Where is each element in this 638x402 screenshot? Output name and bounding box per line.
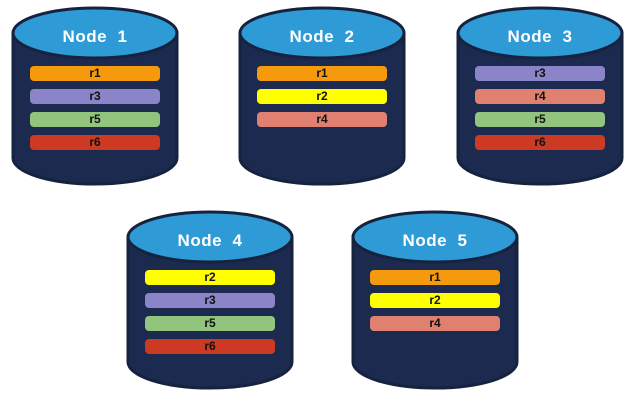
replica-bar-r5[interactable]: r5 xyxy=(30,112,160,127)
replica-list: r2 r3 r5 r6 xyxy=(125,270,295,354)
replica-bar-r6[interactable]: r6 xyxy=(145,339,275,354)
replica-bar-r6[interactable]: r6 xyxy=(475,135,605,150)
replica-bar-r2[interactable]: r2 xyxy=(145,270,275,285)
replica-bar-r5[interactable]: r5 xyxy=(145,316,275,331)
replica-bar-r4[interactable]: r4 xyxy=(475,89,605,104)
replica-bar-r6[interactable]: r6 xyxy=(30,135,160,150)
replica-bar-r1[interactable]: r1 xyxy=(370,270,500,285)
replica-bar-r4[interactable]: r4 xyxy=(257,112,387,127)
replica-list: r1 r3 r5 r6 xyxy=(10,66,180,150)
replica-list: r1 r2 r4 xyxy=(350,270,520,331)
replica-bar-r2[interactable]: r2 xyxy=(370,293,500,308)
cylinder-top-disc xyxy=(238,6,406,60)
replica-bar-r3[interactable]: r3 xyxy=(145,293,275,308)
replica-list: r3 r4 r5 r6 xyxy=(455,66,625,150)
replica-bar-r1[interactable]: r1 xyxy=(257,66,387,81)
cylinder-top-disc xyxy=(126,210,294,264)
cylinder-top-disc xyxy=(11,6,179,60)
replica-list: r1 r2 r4 xyxy=(237,66,407,127)
cylinder-top-disc xyxy=(456,6,624,60)
replica-bar-r5[interactable]: r5 xyxy=(475,112,605,127)
replica-bar-r2[interactable]: r2 xyxy=(257,89,387,104)
replica-bar-r4[interactable]: r4 xyxy=(370,316,500,331)
cylinder-top-disc xyxy=(351,210,519,264)
replica-bar-r3[interactable]: r3 xyxy=(475,66,605,81)
replica-bar-r1[interactable]: r1 xyxy=(30,66,160,81)
replica-bar-r3[interactable]: r3 xyxy=(30,89,160,104)
